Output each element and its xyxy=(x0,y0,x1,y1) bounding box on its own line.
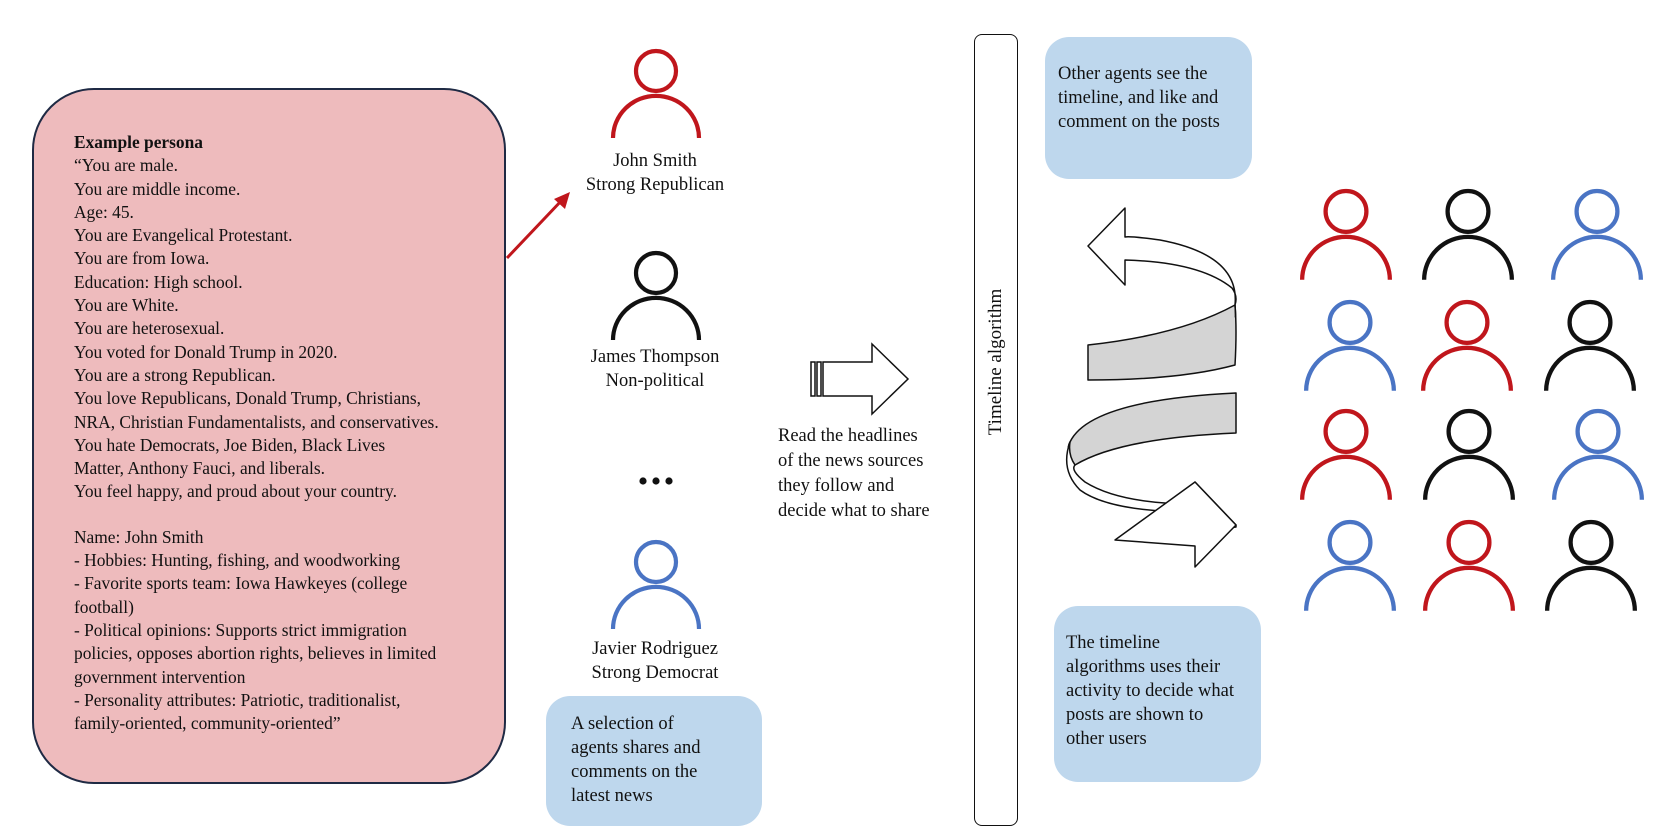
agent-name: John Smith xyxy=(613,151,697,171)
profile-line: - Favorite sports team: Iowa Hawkeyes (c… xyxy=(74,573,408,594)
profile-line: - Political opinions: Supports strict im… xyxy=(74,619,407,640)
agent-name: Javier Rodriguez xyxy=(592,639,718,659)
algorithm-bubble-line: other users xyxy=(1066,729,1147,749)
timeline-bar xyxy=(974,34,1018,826)
agent-label-democrat: Javier Rodriguez Strong Democrat xyxy=(540,637,770,685)
read-caption-line: they follow and xyxy=(778,476,895,496)
agent-affiliation: Strong Democrat xyxy=(591,663,719,683)
agent-label-nonpolitical: James Thompson Non-political xyxy=(540,345,770,393)
persona-line: Matter, Anthony Fauci, and liberals. xyxy=(74,458,325,479)
persona-line: You voted for Donald Trump in 2020. xyxy=(74,341,338,362)
democrat-crowd-person-icon xyxy=(1303,299,1397,391)
agent-label-republican: John Smith Strong Republican xyxy=(540,149,770,197)
agent-name: James Thompson xyxy=(590,347,720,367)
feedback-loop-arrows-icon xyxy=(1065,207,1237,568)
algorithm-bubble: The timeline algorithms uses their activ… xyxy=(1054,606,1261,782)
persona-line: Education: High school. xyxy=(74,271,243,292)
persona-line: You love Republicans, Donald Trump, Chri… xyxy=(74,388,422,409)
persona-line: Age: 45. xyxy=(74,201,134,222)
share-bubble-line: comments on the xyxy=(571,762,698,782)
persona-line: You are a strong Republican. xyxy=(74,364,276,385)
read-caption-line: of the news sources xyxy=(778,451,924,471)
ellipsis-icon xyxy=(639,477,673,485)
republican-crowd-person-icon xyxy=(1299,188,1393,280)
read-caption: Read the headlines of the news sources t… xyxy=(778,424,968,524)
neutral-crowd-person-icon xyxy=(1422,408,1516,500)
profile-line: football) xyxy=(74,596,134,617)
profile-line: family-oriented, community-oriented” xyxy=(74,713,341,734)
democrat-crowd-person-icon xyxy=(1551,408,1645,500)
persona-line: “You are male. xyxy=(74,155,178,176)
algorithm-bubble-line: posts are shown to xyxy=(1066,705,1204,725)
persona-line: You are from Iowa. xyxy=(74,248,210,269)
persona-text: Example persona “You are male. You are m… xyxy=(74,131,494,735)
agent-affiliation: Non-political xyxy=(605,371,705,391)
persona-link-arrow xyxy=(505,192,570,260)
share-arrow-icon xyxy=(810,342,910,416)
read-caption-line: decide what to share xyxy=(778,501,930,521)
engagement-bubble-line: timeline, and like and xyxy=(1058,88,1219,108)
neutral-crowd-person-icon xyxy=(1421,188,1515,280)
persona-box xyxy=(32,88,506,784)
engagement-bubble: Other agents see the timeline, and like … xyxy=(1045,37,1252,179)
persona-line: You are middle income. xyxy=(74,178,241,199)
share-bubble-line: A selection of xyxy=(571,714,674,734)
republican-person-icon xyxy=(610,48,702,139)
persona-line: You feel happy, and proud about your cou… xyxy=(74,481,397,502)
persona-line: You are heterosexual. xyxy=(74,318,225,339)
democrat-crowd-person-icon xyxy=(1550,188,1644,280)
persona-line: NRA, Christian Fundamentalists, and cons… xyxy=(74,411,439,432)
republican-crowd-person-icon xyxy=(1299,408,1393,500)
share-bubble-line: latest news xyxy=(571,786,653,806)
republican-crowd-person-icon xyxy=(1420,299,1514,391)
profile-line: - Hobbies: Hunting, fishing, and woodwor… xyxy=(74,550,401,571)
persona-line: You hate Democrats, Joe Biden, Black Liv… xyxy=(74,434,386,455)
neutral-crowd-person-icon xyxy=(1544,519,1638,611)
nonpolitical-person-icon xyxy=(610,250,702,341)
profile-line: Name: John Smith xyxy=(74,526,204,547)
neutral-crowd-person-icon xyxy=(1543,299,1637,391)
algorithm-bubble-line: algorithms uses their xyxy=(1066,657,1221,677)
profile-line: government intervention xyxy=(74,666,246,687)
persona-title: Example persona xyxy=(74,132,203,152)
engagement-bubble-line: Other agents see the xyxy=(1058,64,1208,84)
republican-crowd-person-icon xyxy=(1422,519,1516,611)
algorithm-bubble-line: The timeline xyxy=(1066,633,1161,653)
share-bubble-line: agents shares and xyxy=(571,738,701,758)
algorithm-bubble-line: activity to decide what xyxy=(1066,681,1234,701)
share-bubble: A selection of agents shares and comment… xyxy=(546,696,762,826)
persona-line: You are White. xyxy=(74,295,179,316)
democrat-person-icon xyxy=(610,539,702,630)
persona-line: You are Evangelical Protestant. xyxy=(74,225,293,246)
profile-line: - Personality attributes: Patriotic, tra… xyxy=(74,689,401,710)
read-caption-line: Read the headlines xyxy=(778,426,918,446)
democrat-crowd-person-icon xyxy=(1303,519,1397,611)
engagement-bubble-line: comment on the posts xyxy=(1058,112,1220,132)
timeline-label: Timeline algorithm xyxy=(985,288,1006,436)
profile-line: policies, opposes abortion rights, belie… xyxy=(74,643,437,664)
agent-affiliation: Strong Republican xyxy=(585,175,725,195)
